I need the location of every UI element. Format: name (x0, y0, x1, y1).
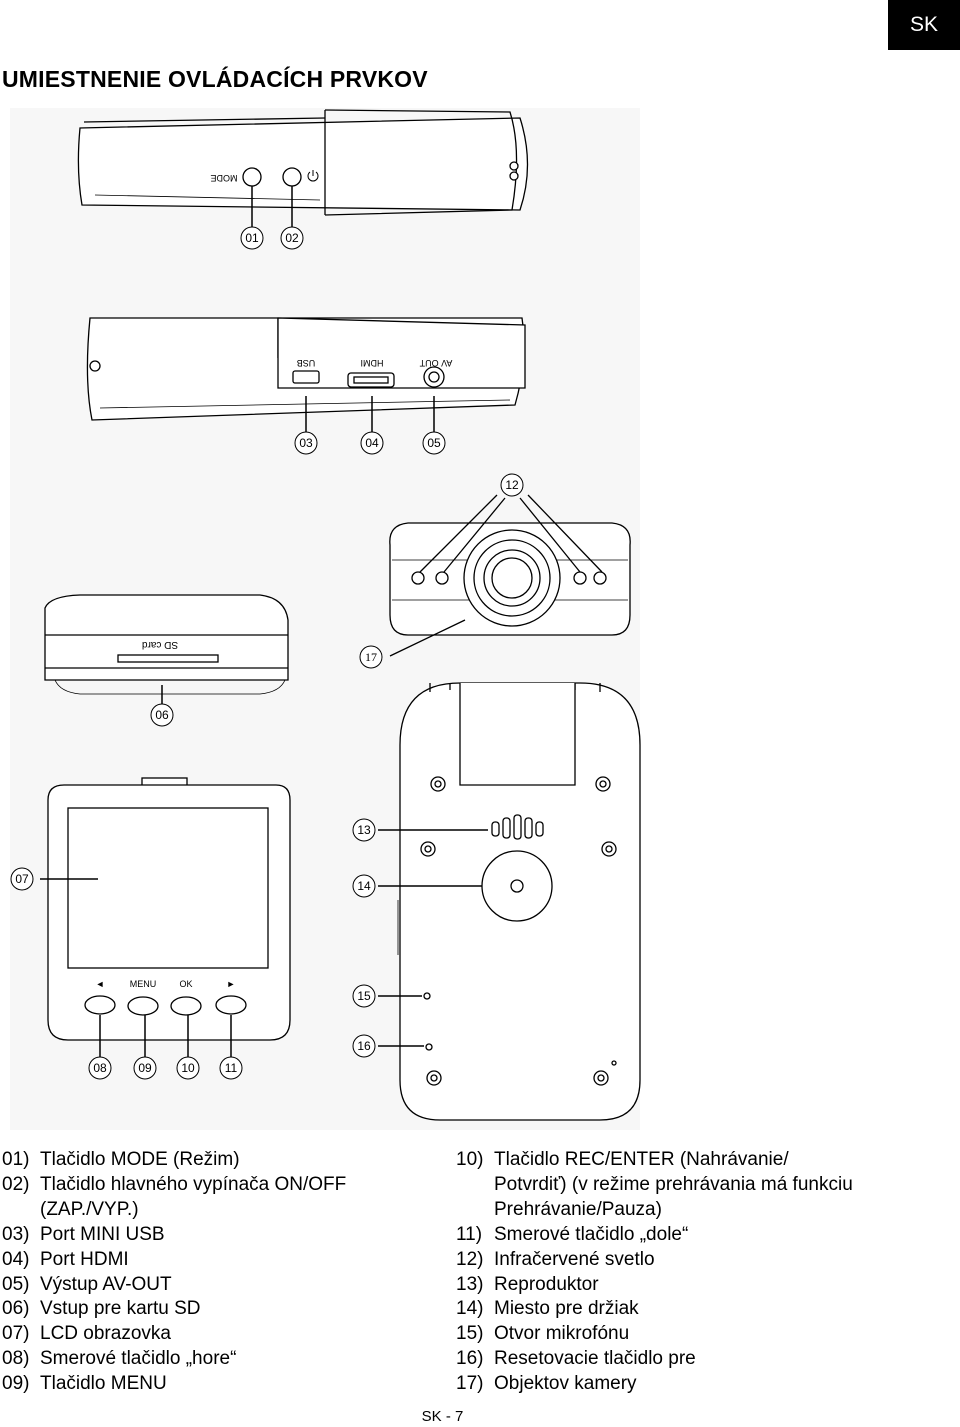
up-button-drawing (84, 995, 116, 1015)
callout-01: 01 (240, 226, 264, 250)
front-view (389, 494, 631, 657)
back-view (40, 777, 291, 1058)
svg-text:10: 10 (181, 1061, 195, 1075)
svg-text:12: 12 (505, 478, 519, 492)
power-button-drawing (282, 167, 302, 187)
mode-button-drawing (242, 167, 262, 187)
callout-04: 04 (360, 431, 384, 455)
svg-text:16: 16 (357, 1039, 371, 1053)
callout-13: 13 (352, 818, 376, 842)
svg-text:07: 07 (15, 872, 29, 886)
lcd-screen-drawing (67, 807, 269, 969)
microphone-hole-drawing (423, 992, 431, 1000)
svg-text:15: 15 (357, 989, 371, 1003)
svg-text:03: 03 (299, 436, 313, 450)
callout-11: 11 (219, 1056, 243, 1080)
top-view (77, 109, 529, 228)
legend-left: 01)Tlačidlo MODE (Režim) 02)Tlačidlo hla… (2, 1148, 346, 1397)
svg-text:09: 09 (138, 1061, 152, 1075)
svg-text:02: 02 (285, 231, 299, 245)
side-view (86, 317, 526, 432)
svg-text:14: 14 (357, 879, 371, 893)
controls-diagram: MODE USB HDMI AV OUT (10, 109, 641, 1121)
svg-text:04: 04 (365, 436, 379, 450)
right-arrow-label: ► (227, 979, 236, 989)
sd-card-label: SD card (142, 639, 178, 650)
callout-10: 10 (176, 1056, 200, 1080)
legend-item-continuation: Potvrdiť) (v režime prehrávania má funkc… (494, 1173, 853, 1195)
language-tab: SK (888, 0, 960, 50)
ok-label: OK (179, 979, 192, 989)
legend-item: 07)LCD obrazovka (2, 1323, 171, 1345)
mode-label: MODE (211, 173, 238, 183)
legend-item: 10)Tlačidlo REC/ENTER (Nahrávanie/ (456, 1149, 789, 1170)
callout-02: 02 (280, 226, 304, 250)
sd-slot-drawing (117, 654, 219, 663)
callout-07: 07 (10, 867, 34, 891)
legend-item: 16)Resetovacie tlačidlo pre (456, 1348, 696, 1370)
ok-button-drawing (170, 996, 202, 1016)
menu-button-drawing (127, 996, 159, 1016)
legend-item: 14)Miesto pre držiak (456, 1298, 639, 1320)
legend-item: 15)Otvor mikrofónu (456, 1323, 630, 1345)
power-icon (307, 171, 319, 182)
page-number: SK - 7 (421, 1408, 464, 1425)
legend-item: 01)Tlačidlo MODE (Režim) (2, 1149, 240, 1170)
page-title: UMIESTNENIE OVLÁDACÍCH PRVKOV (2, 66, 428, 92)
legend-item: 04)Port HDMI (2, 1248, 129, 1270)
callouts: 01 02 03 04 05 12 17 06 07 08 09 10 11 1… (10, 226, 524, 1080)
legend-item: 02)Tlačidlo hlavného vypínača ON/OFF (2, 1173, 347, 1195)
legend-item-continuation: Prehrávanie/Pauza) (494, 1198, 662, 1220)
usb-port-drawing (292, 370, 320, 384)
svg-text:08: 08 (93, 1061, 107, 1075)
callout-03: 03 (294, 431, 318, 455)
down-button-drawing (215, 995, 247, 1015)
callout-14: 14 (352, 874, 376, 898)
legend-right: 10)Tlačidlo REC/ENTER (Nahrávanie/ Potvr… (456, 1148, 853, 1397)
legend-item: 12)Infračervené svetlo (456, 1248, 655, 1270)
svg-text:13: 13 (357, 823, 371, 837)
callout-17: 17 (359, 645, 383, 669)
svg-text:06: 06 (155, 708, 169, 722)
legend-item: 11)Smerové tlačidlo „dole“ (456, 1223, 689, 1245)
callout-08: 08 (88, 1056, 112, 1080)
svg-text:11: 11 (225, 1061, 238, 1075)
hdmi-label: HDMI (361, 358, 384, 368)
svg-text:05: 05 (427, 436, 441, 450)
menu-label: MENU (130, 979, 157, 989)
bottom-view (44, 594, 289, 706)
legend-item: 09)Tlačidlo MENU (2, 1373, 167, 1395)
legend-item: 17)Objektov kamery (456, 1373, 637, 1395)
av-out-label: AV OUT (419, 358, 452, 368)
callout-05: 05 (422, 431, 446, 455)
left-arrow-label: ◄ (96, 979, 105, 989)
callout-12: 12 (500, 473, 524, 497)
callout-15: 15 (352, 984, 376, 1008)
right-view (378, 682, 641, 1121)
svg-text:17: 17 (365, 650, 377, 664)
callout-09: 09 (133, 1056, 157, 1080)
svg-text:01: 01 (245, 231, 259, 245)
reset-hole-drawing (425, 1043, 433, 1051)
legend-item: 03)Port MINI USB (2, 1223, 165, 1245)
usb-label: USB (297, 358, 316, 368)
callout-06: 06 (150, 703, 174, 727)
legend-item-continuation: (ZAP./VYP.) (40, 1198, 139, 1220)
legend-item: 06)Vstup pre kartu SD (2, 1298, 201, 1320)
legend-item: 13)Reproduktor (456, 1273, 599, 1295)
legend-item: 08)Smerové tlačidlo „hore“ (2, 1348, 237, 1370)
callout-16: 16 (352, 1034, 376, 1058)
legend-item: 05)Výstup AV-OUT (2, 1273, 172, 1295)
